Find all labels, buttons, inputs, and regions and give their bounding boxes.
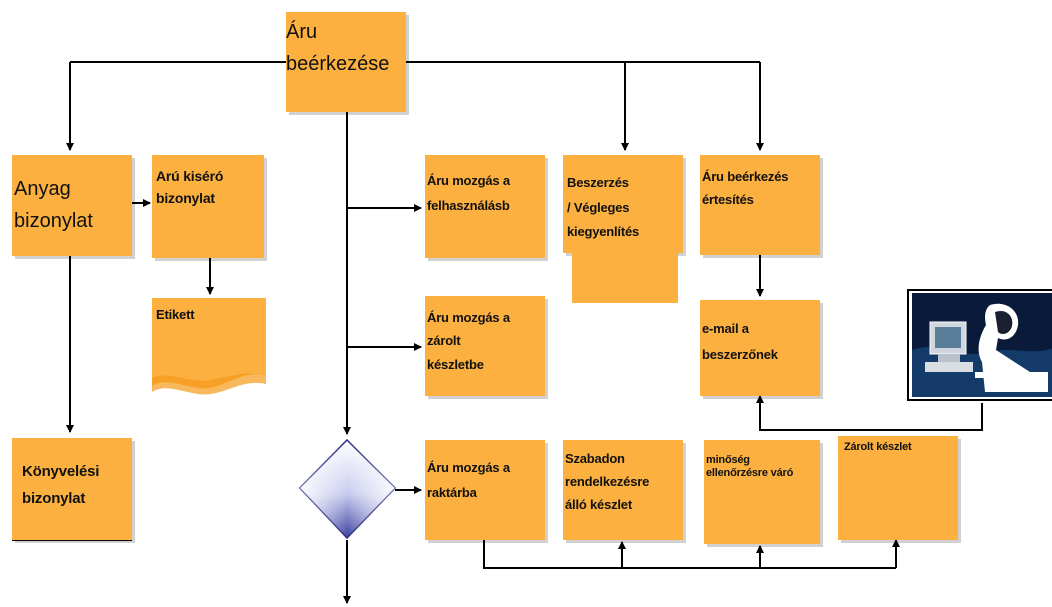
node-anyag-bizonylat-label: Anyag bizonylat <box>14 178 93 232</box>
node-aru-kisero-bizonylat-label: Arú kiséró bizonylat <box>156 168 224 207</box>
node-aru-beerkezese: Áru beérkezése <box>286 12 406 112</box>
node-aru-kisero-bizonylat: Arú kiséró bizonylat <box>152 155 264 258</box>
node-minoseg: minőség ellenőrzésre váró <box>704 440 820 544</box>
node-etikett-label: Etikett <box>156 307 195 322</box>
node-mozgas-zarolt-label: Áru mozgás a zárolt készletbe <box>427 310 510 372</box>
node-beszerzes-label: Beszerzés / Végleges kiegyenlítés <box>567 175 640 240</box>
node-minoseg-label: minőség ellenőrzésre váró <box>706 454 794 480</box>
node-szabadon-label: Szabadon rendelkezésre álló készlet <box>565 451 650 512</box>
node-mozgas-zarolt: Áru mozgás a zárolt készletbe <box>425 296 545 396</box>
node-szabadon: Szabadon rendelkezésre álló készlet <box>563 440 683 540</box>
node-mozgas-raktar: Áru mozgás a raktárba <box>425 440 545 540</box>
node-anyag-bizonylat: Anyag bizonylat <box>12 155 132 256</box>
node-konyvelesi-bizonylat: Könyvelési bizonylat <box>12 438 132 540</box>
node-email-beszerzonek-label: e-mail a beszerzőnek <box>702 321 778 362</box>
node-aru-beerkezes-ertesites-label: Áru beérkezés értesítés <box>702 169 789 208</box>
node-mozgas-raktar-label: Áru mozgás a raktárba <box>427 460 510 500</box>
node-mozgas-felhasznalas: Áru mozgás a felhasználásb <box>425 155 545 258</box>
node-zarolt-keszlet-label: Zárolt készlet <box>844 441 912 453</box>
node-beszerzes: Beszerzés / Végleges kiegyenlítés <box>563 155 683 253</box>
computer-user-clipart-icon <box>907 289 1052 401</box>
node-mozgas-felhasznalas-label: Áru mozgás a felhasználásb <box>427 173 510 213</box>
node-beszerzes-extension <box>572 253 678 303</box>
decision-diamond-icon <box>298 438 397 540</box>
node-email-beszerzonek: e-mail a beszerzőnek <box>700 300 820 396</box>
node-konyvelesi-bizonylat-label: Könyvelési bizonylat <box>22 463 100 507</box>
node-aru-beerkezese-label: Áru beérkezése <box>286 21 390 75</box>
etikett-document-shape <box>152 298 266 395</box>
node-zarolt-keszlet: Zárolt készlet <box>838 436 958 540</box>
node-aru-beerkezes-ertesites: Áru beérkezés értesítés <box>700 155 820 255</box>
